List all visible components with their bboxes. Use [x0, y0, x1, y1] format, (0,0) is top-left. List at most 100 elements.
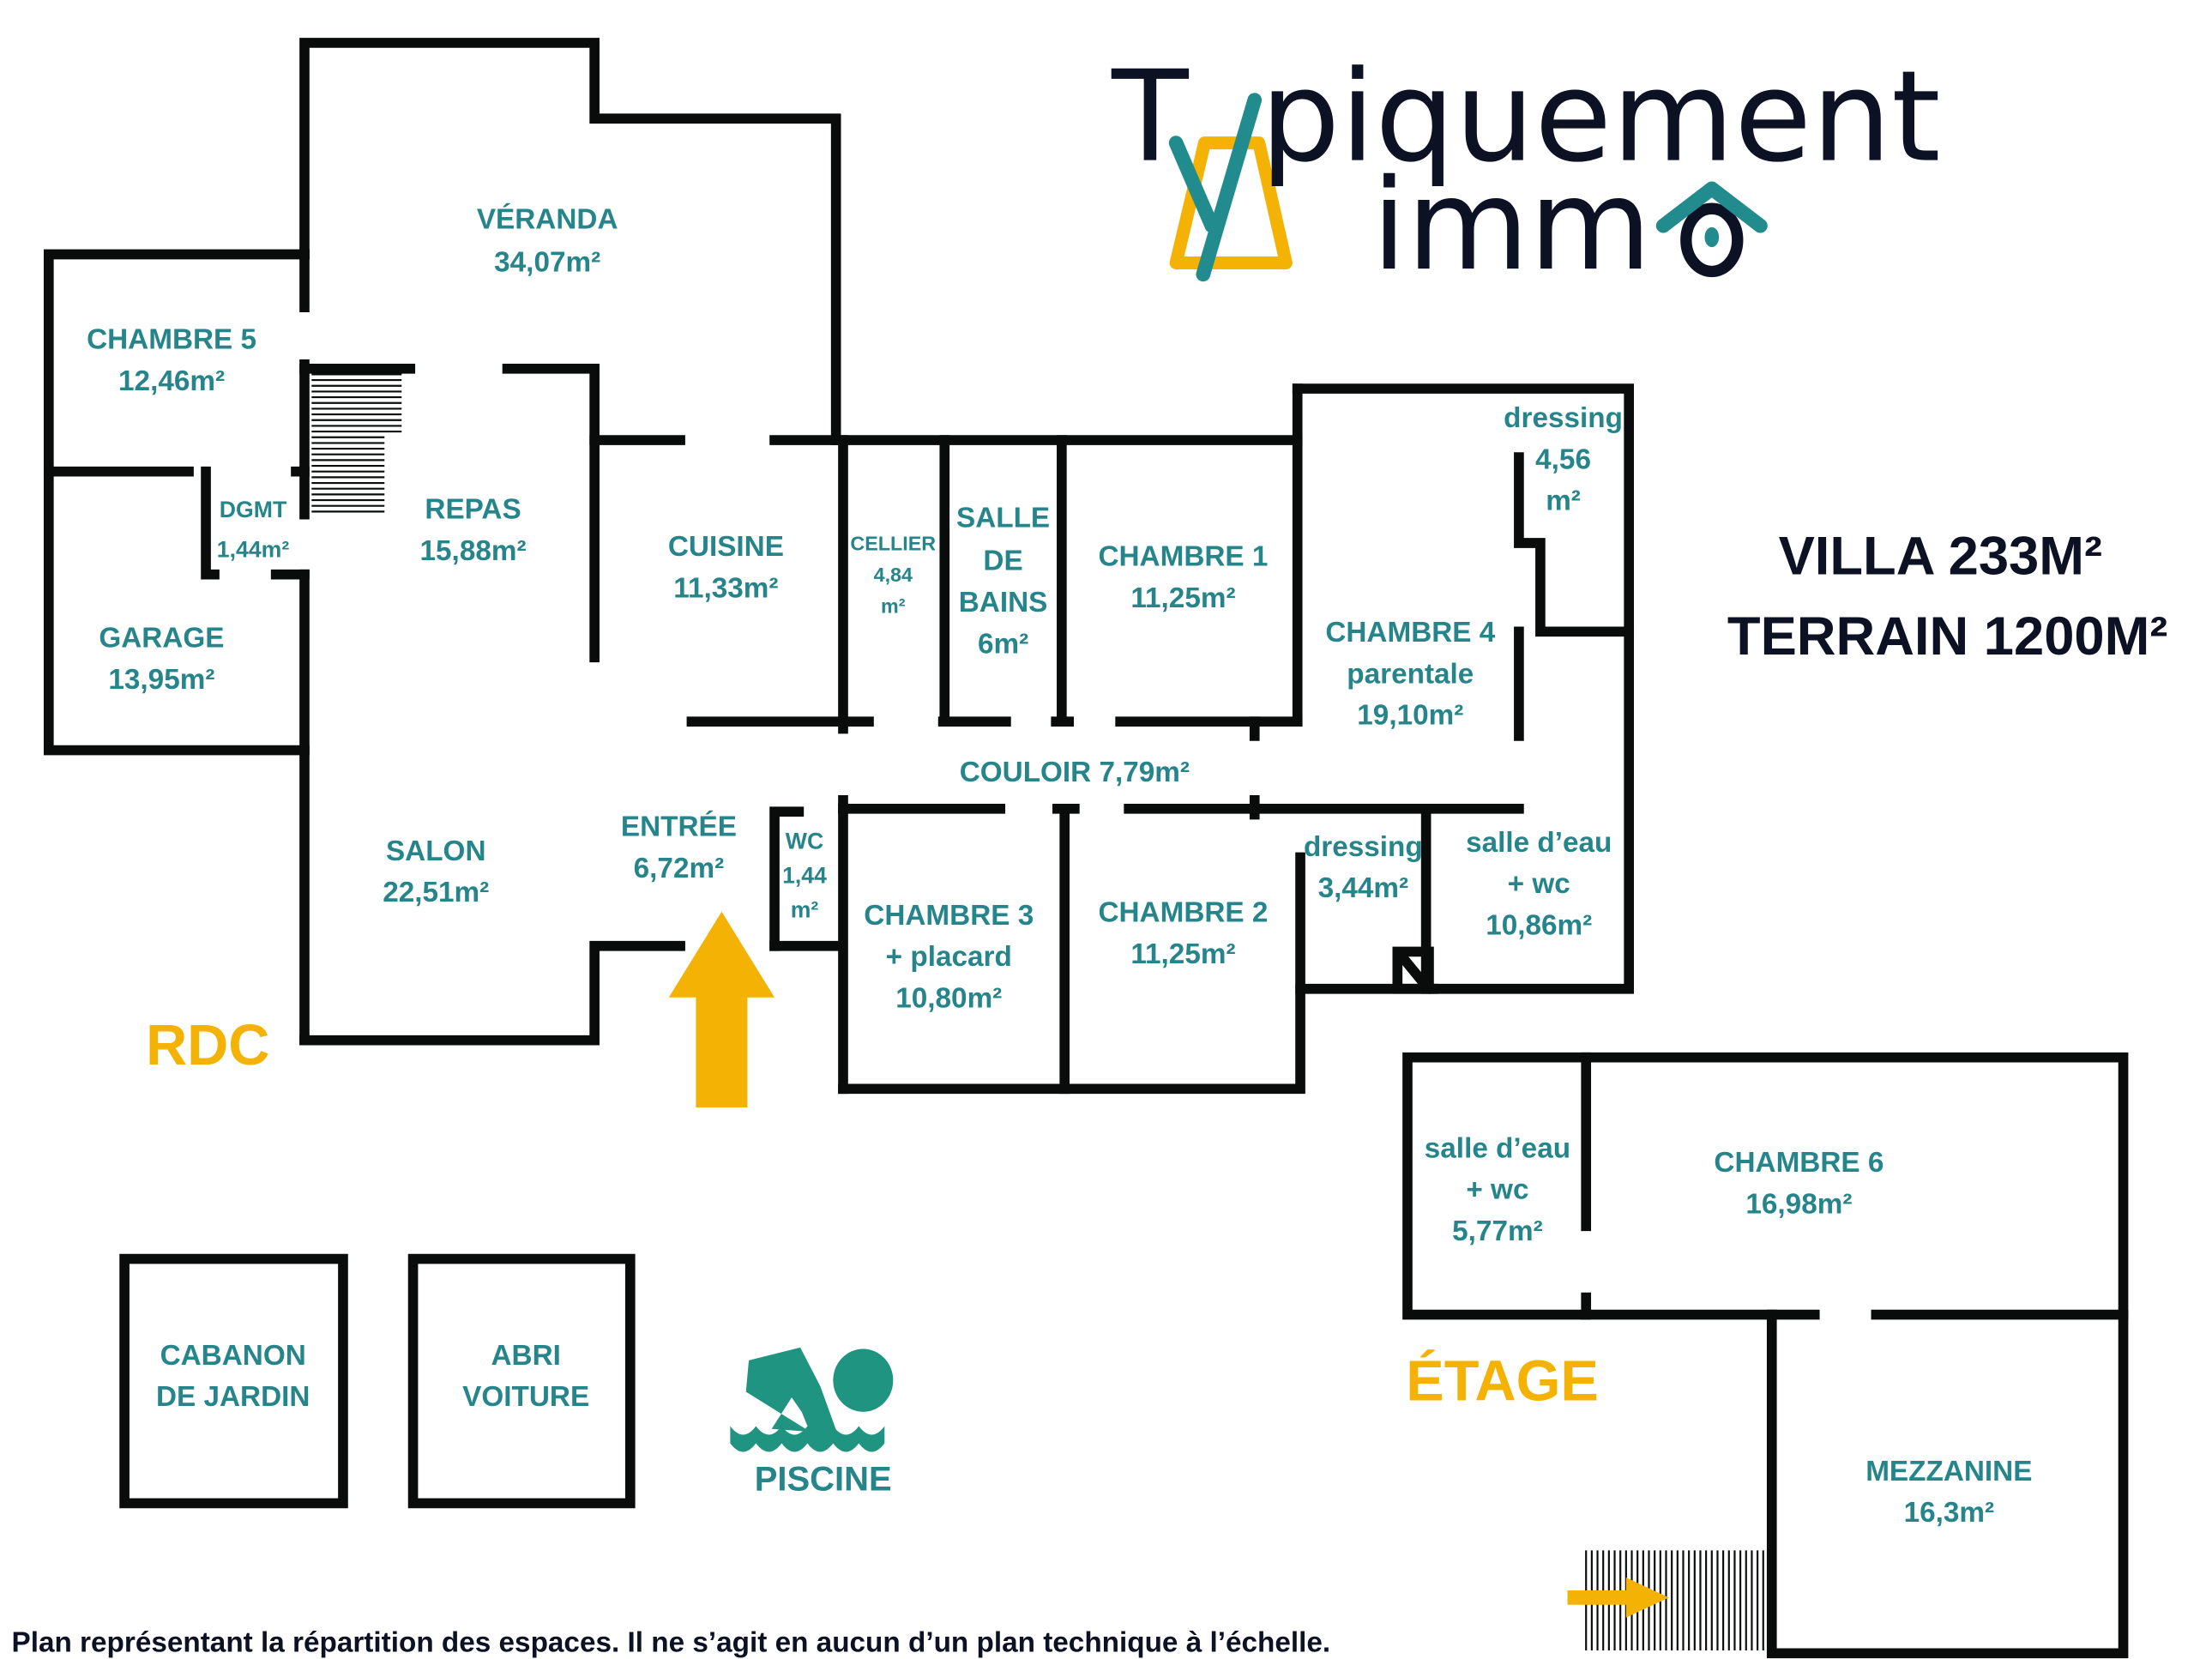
svg-text:34,07m²: 34,07m²	[494, 247, 600, 279]
room-veranda: VÉRANDA 34,07m²	[477, 203, 618, 279]
rdc-labels: VÉRANDA 34,07m² CHAMBRE 5 12,46m² DGMT 1…	[87, 203, 1623, 1015]
svg-text:DE: DE	[983, 546, 1022, 577]
house-icon	[1655, 181, 1768, 278]
disclaimer-text: Plan représentant la répartition des esp…	[11, 1627, 1330, 1659]
svg-text:+ wc: + wc	[1466, 1174, 1528, 1206]
logo-word-imm: imm	[1371, 152, 1651, 299]
etage-walls	[1402, 1052, 2129, 1659]
svg-text:CHAMBRE 5: CHAMBRE 5	[87, 323, 256, 355]
svg-text:5,77m²: 5,77m²	[1452, 1216, 1542, 1247]
room-chambre-6: CHAMBRE 6 16,98m²	[1714, 1147, 1884, 1220]
room-dgmt: DGMT 1,44m²	[217, 497, 290, 563]
svg-text:11,25m²: 11,25m²	[1130, 582, 1235, 614]
svg-text:11,33m²: 11,33m²	[673, 572, 778, 604]
room-garage: GARAGE 13,95m²	[99, 623, 224, 696]
svg-text:ENTRÉE: ENTRÉE	[621, 810, 737, 842]
svg-text:3,44m²: 3,44m²	[1318, 872, 1408, 904]
svg-text:BAINS: BAINS	[959, 587, 1048, 618]
svg-text:16,3m²: 16,3m²	[1904, 1497, 1995, 1529]
logo-letter-t: T	[1111, 44, 1189, 190]
svg-text:m²: m²	[881, 595, 906, 618]
room-entree: ENTRÉE 6,72m²	[621, 810, 737, 884]
room-chambre-1: CHAMBRE 1 11,25m²	[1098, 541, 1268, 614]
terrain-area: TERRAIN 1200M²	[1727, 606, 2168, 667]
svg-text:salle d’eau: salle d’eau	[1425, 1132, 1570, 1164]
room-mezzanine: MEZZANINE 16,3m²	[1865, 1456, 2032, 1529]
svg-text:CHAMBRE 4: CHAMBRE 4	[1325, 617, 1495, 649]
room-chambre-3: CHAMBRE 3 + placard 10,80m²	[864, 900, 1034, 1015]
room-dressing-2: dressing 3,44m²	[1304, 831, 1423, 904]
svg-text:10,86m²: 10,86m²	[1486, 909, 1592, 941]
svg-text:4,84: 4,84	[874, 564, 913, 586]
svg-text:6,72m²: 6,72m²	[634, 853, 725, 884]
svg-text:15,88m²: 15,88m²	[420, 535, 527, 567]
svg-text:13,95m²: 13,95m²	[108, 664, 214, 696]
svg-text:4,56: 4,56	[1535, 443, 1591, 475]
svg-text:ABRI: ABRI	[491, 1340, 560, 1372]
svg-text:parentale: parentale	[1347, 658, 1474, 690]
svg-text:1,44: 1,44	[782, 862, 827, 888]
svg-text:6m²: 6m²	[978, 628, 1028, 660]
pool-label: PISCINE	[755, 1460, 892, 1498]
swimmer-icon	[730, 1347, 894, 1452]
svg-text:11,25m²: 11,25m²	[1130, 938, 1235, 970]
svg-text:22,51m²: 22,51m²	[383, 877, 489, 908]
outbuilding-cabanon: CABANON DE JARDIN	[119, 1253, 348, 1509]
entry-arrow-icon	[668, 911, 775, 1107]
room-salle-de-bains: SALLE DE BAINS 6m²	[956, 503, 1050, 661]
svg-text:1,44m²: 1,44m²	[217, 537, 290, 563]
rdc-walls	[43, 38, 1635, 1095]
svg-text:16,98m²: 16,98m²	[1745, 1188, 1852, 1220]
stairs-arrow-icon	[1567, 1578, 1669, 1618]
outbuilding-abri-voiture: ABRI VOITURE	[407, 1253, 636, 1509]
svg-text:19,10m²: 19,10m²	[1357, 700, 1463, 732]
villa-area: VILLA 233M²	[1779, 527, 2103, 587]
room-cellier: CELLIER 4,84 m²	[850, 532, 936, 617]
brand-logo: T piquement imm	[1111, 44, 1940, 299]
svg-text:VÉRANDA: VÉRANDA	[477, 203, 618, 236]
svg-text:m²: m²	[791, 896, 819, 922]
room-salle-deau-2: salle d’eau + wc 5,77m²	[1425, 1132, 1570, 1247]
svg-text:CHAMBRE 1: CHAMBRE 1	[1098, 541, 1268, 573]
svg-text:CUISINE: CUISINE	[668, 531, 784, 563]
svg-text:m²: m²	[1546, 486, 1581, 517]
room-chambre-2: CHAMBRE 2 11,25m²	[1098, 896, 1268, 969]
logo-y-stroke2-icon	[1196, 93, 1263, 282]
level-etage-label: ÉTAGE	[1406, 1348, 1599, 1413]
room-couloir: COULOIR 7,79m²	[960, 757, 1190, 788]
svg-text:MEZZANINE: MEZZANINE	[1865, 1456, 2032, 1487]
svg-text:CABANON: CABANON	[160, 1340, 306, 1372]
room-chambre-4: CHAMBRE 4 parentale 19,10m²	[1325, 617, 1495, 732]
svg-text:SALON: SALON	[386, 836, 486, 867]
svg-text:CELLIER: CELLIER	[850, 532, 936, 554]
svg-text:+ placard: + placard	[886, 941, 1012, 973]
svg-text:CHAMBRE 2: CHAMBRE 2	[1098, 896, 1268, 928]
room-salon: SALON 22,51m²	[383, 836, 489, 908]
room-wc: WC 1,44 m²	[782, 828, 827, 922]
level-rdc-label: RDC	[146, 1014, 269, 1077]
svg-text:CHAMBRE 6: CHAMBRE 6	[1714, 1147, 1884, 1179]
room-dressing-1: dressing 4,56 m²	[1504, 402, 1623, 517]
etage-labels: salle d’eau + wc 5,77m² CHAMBRE 6 16,98m…	[1425, 1132, 2033, 1529]
logo-word-piquement: piquement	[1260, 44, 1940, 190]
svg-text:+ wc: + wc	[1508, 868, 1570, 900]
svg-text:dressing: dressing	[1504, 402, 1623, 434]
logo-y-stroke-icon	[1168, 136, 1220, 233]
svg-text:VOITURE: VOITURE	[462, 1381, 589, 1413]
svg-text:DE JARDIN: DE JARDIN	[156, 1381, 310, 1413]
svg-text:CHAMBRE 3: CHAMBRE 3	[864, 900, 1034, 932]
svg-text:salle d’eau: salle d’eau	[1466, 827, 1612, 859]
room-chambre-5: CHAMBRE 5 12,46m²	[87, 323, 256, 396]
svg-text:WC: WC	[786, 828, 823, 854]
svg-text:SALLE: SALLE	[956, 503, 1050, 534]
room-cuisine: CUISINE 11,33m²	[668, 531, 784, 604]
room-salle-deau-1: salle d’eau + wc 10,86m²	[1466, 827, 1612, 942]
svg-text:12,46m²: 12,46m²	[118, 365, 225, 397]
svg-text:REPAS: REPAS	[425, 494, 521, 526]
staircase-rdc	[311, 373, 402, 513]
svg-text:dressing: dressing	[1304, 831, 1423, 863]
svg-text:DGMT: DGMT	[220, 497, 286, 522]
room-repas: REPAS 15,88m²	[420, 494, 527, 567]
svg-text:10,80m²: 10,80m²	[895, 982, 1002, 1014]
